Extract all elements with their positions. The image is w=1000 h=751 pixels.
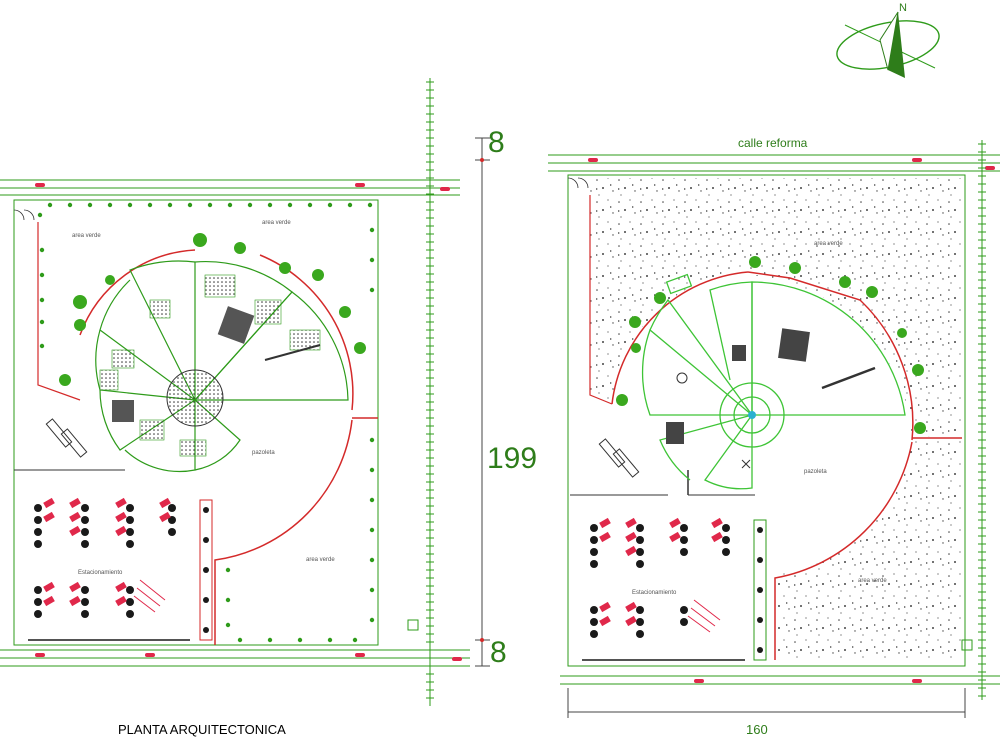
right-area-verde-2: area verde [858, 578, 887, 584]
parking-left [28, 497, 213, 641]
left-plan: area verde area verde area verde pazolet… [0, 179, 470, 667]
right-pazoleta: pazoleta [804, 469, 827, 475]
street-name: calle reforma [738, 136, 808, 150]
left-pazoleta: pazoleta [252, 450, 275, 456]
right-estacionamiento: Estacionamiento [632, 590, 677, 596]
plan-title: PLANTA ARQUITECTONICA [118, 722, 286, 737]
right-area-verde-1: area verde [814, 241, 843, 247]
dimension-horizontal [567, 688, 966, 718]
left-estacionamiento: Estacionamiento [78, 570, 123, 576]
right-plan: calle reforma [548, 136, 1000, 685]
dimension-depth: 199 [487, 442, 537, 475]
dimension-top: 8 [488, 126, 505, 159]
north-label: N [899, 2, 907, 14]
north-arrow-icon: N [836, 2, 940, 78]
left-area-verde-1: area verde [72, 233, 101, 239]
dimension-bottom: 8 [490, 636, 507, 669]
dimension-width: 160 [746, 722, 768, 737]
left-area-verde-2: area verde [262, 220, 291, 226]
parking-right [582, 517, 767, 661]
left-area-verde-3: area verde [306, 557, 335, 563]
dimension-vertical [475, 137, 490, 667]
